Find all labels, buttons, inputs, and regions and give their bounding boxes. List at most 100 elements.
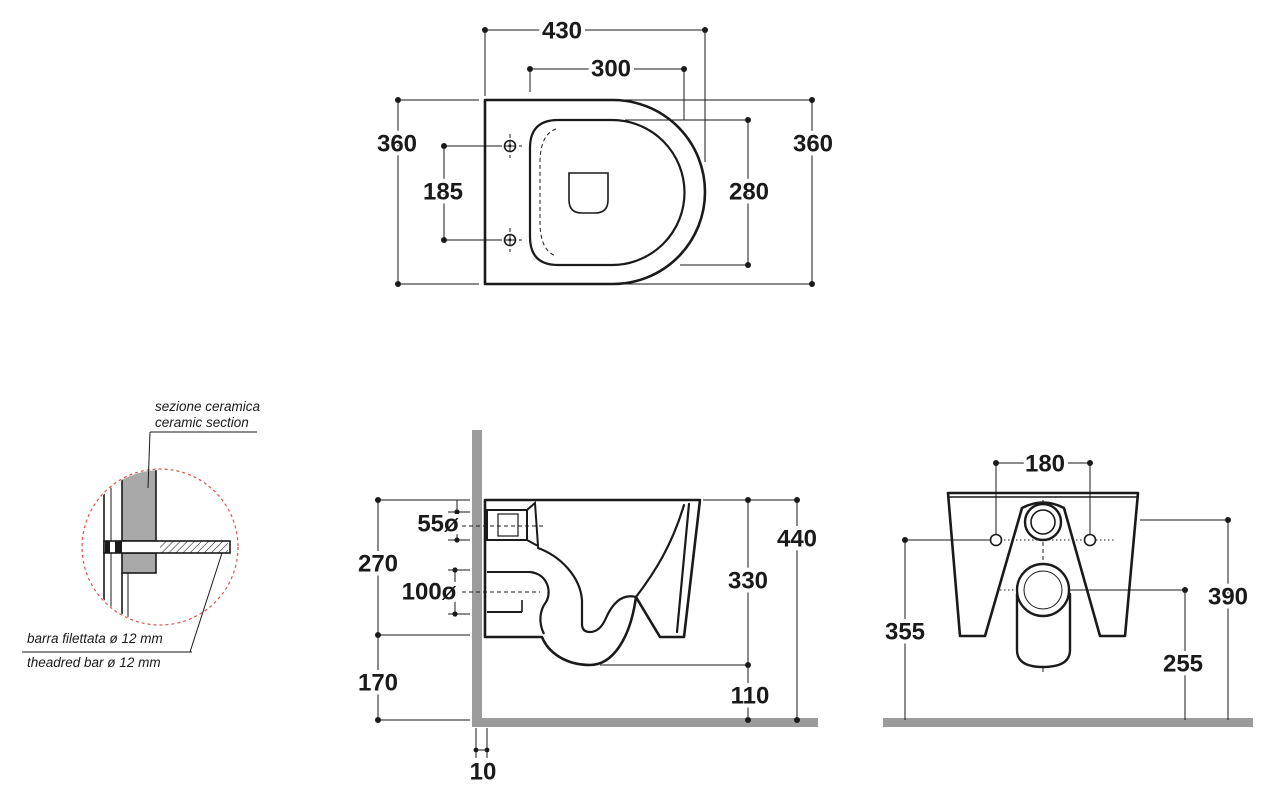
dim-dot	[473, 747, 479, 753]
outlet-ring-icon	[1015, 562, 1071, 618]
dim-overall-width: 430	[482, 13, 708, 162]
dim-dot	[681, 66, 687, 72]
fixing-hole-right-icon	[1083, 533, 1097, 547]
dim-label-360-right: 360	[793, 130, 833, 157]
dim-overall-depth-left: 360	[373, 97, 479, 287]
dim-outlet-height: 170	[354, 635, 470, 723]
side-view-bowl-front	[634, 503, 686, 599]
dim-dot	[454, 509, 460, 515]
side-view-inlet	[448, 500, 545, 548]
bar-washer	[115, 541, 122, 553]
back-view-inlet	[1023, 502, 1063, 542]
dim-label-170: 170	[358, 669, 398, 696]
top-view-outline	[483, 98, 707, 286]
dim-bowl-depth: 280	[625, 117, 773, 268]
dim-dot	[993, 460, 999, 466]
side-view-outlet	[448, 570, 550, 635]
dim-label-10: 10	[470, 758, 497, 785]
dim-label-270: 270	[358, 550, 398, 577]
dim-dot	[375, 497, 381, 503]
dim-dot	[809, 281, 815, 287]
side-view: 270 170 55ø 100ø	[354, 430, 821, 789]
dim-label-440: 440	[777, 525, 817, 552]
fixing-detail: sezione ceramica ceramic section barra f…	[22, 399, 261, 670]
inlet-socket	[486, 509, 528, 541]
outlet-weir	[529, 570, 550, 635]
detail-circle	[81, 468, 239, 626]
dim-bowl-width: 300	[527, 51, 687, 120]
dim-floor-clearance: 110	[727, 665, 773, 723]
outlet-inner-ring	[1023, 570, 1063, 610]
dim-dot	[452, 567, 458, 573]
dim-dot	[1087, 460, 1093, 466]
section-label-it: sezione ceramica	[155, 399, 261, 414]
dim-wall-gap: 10	[466, 728, 500, 789]
side-view-outline	[483, 498, 702, 667]
dim-dot	[745, 262, 751, 268]
bar-label-it: barra filettata ø 12 mm	[27, 631, 163, 646]
top-view-bowl-inner-edge	[539, 128, 557, 257]
dim-dot	[745, 717, 751, 723]
dim-label-280: 280	[729, 178, 769, 205]
dim-fixing-hole-spacing: 185	[419, 143, 500, 243]
ceramic-section-lower	[121, 552, 157, 574]
dim-dot	[527, 66, 533, 72]
dim-inlet-height: 390	[1140, 517, 1252, 720]
inlet-inner	[497, 513, 519, 537]
back-view-outlet	[1015, 562, 1072, 669]
dim-dot	[794, 717, 800, 723]
dim-fixing-height: 355	[881, 537, 990, 720]
dim-dot	[702, 27, 708, 33]
top-view-outlet	[568, 172, 609, 214]
dim-overall-depth-right: 360	[625, 97, 837, 287]
dim-label-185: 185	[423, 178, 463, 205]
back-floor	[883, 718, 1253, 727]
dim-label-390: 390	[1208, 583, 1248, 610]
dim-label-110: 110	[731, 682, 770, 709]
dim-dot	[454, 537, 460, 543]
dim-label-355: 355	[885, 618, 925, 645]
top-view-fixing-hole-upper	[498, 134, 522, 158]
dim-dot	[484, 747, 490, 753]
side-floor	[472, 718, 818, 727]
fixing-hole-center	[508, 144, 512, 148]
dim-label-255: 255	[1163, 650, 1203, 677]
side-view-front-wall	[675, 502, 691, 634]
ceramic-section-upper	[121, 470, 157, 542]
dim-dot	[745, 117, 751, 123]
dim-body-height: 330	[600, 497, 797, 668]
dim-rim-height: 440	[773, 497, 821, 723]
dim-dot	[745, 497, 751, 503]
dim-label-55: 55ø	[417, 510, 459, 537]
top-view-fixing-hole-lower	[498, 228, 522, 252]
dim-outlet-diameter: 100ø	[398, 567, 470, 617]
bar-leader-line	[189, 552, 223, 653]
dim-dot	[441, 143, 447, 149]
dim-dot	[441, 237, 447, 243]
dim-dot	[395, 97, 401, 103]
dim-outlet-height-back: 255	[1070, 587, 1207, 720]
dim-inlet-diameter: 55ø	[413, 500, 470, 543]
dim-label-360-left: 360	[377, 130, 417, 157]
dim-label-180: 180	[1025, 450, 1065, 477]
top-view-bowl-rim	[528, 118, 686, 267]
inlet-inner-ring	[1030, 509, 1056, 535]
dim-dot	[452, 611, 458, 617]
bar-label-en: theadred bar ø 12 mm	[27, 655, 161, 670]
dim-dot	[809, 97, 815, 103]
side-view-bowl-trap	[536, 546, 638, 634]
dim-dot	[794, 497, 800, 503]
back-view: 180 355 390 255	[881, 446, 1253, 727]
section-label-en: ceramic section	[155, 415, 249, 430]
fixing-hole-icon	[503, 233, 517, 247]
dim-label-100: 100ø	[402, 578, 457, 605]
dim-dot	[1182, 587, 1188, 593]
fixing-hole-center	[508, 238, 512, 242]
bar-nut	[105, 541, 110, 553]
dim-dot	[482, 27, 488, 33]
top-view: 360 185 430 300	[373, 13, 837, 287]
dim-dot	[395, 281, 401, 287]
dim-label-330: 330	[728, 567, 768, 594]
inlet-flange	[526, 500, 540, 548]
